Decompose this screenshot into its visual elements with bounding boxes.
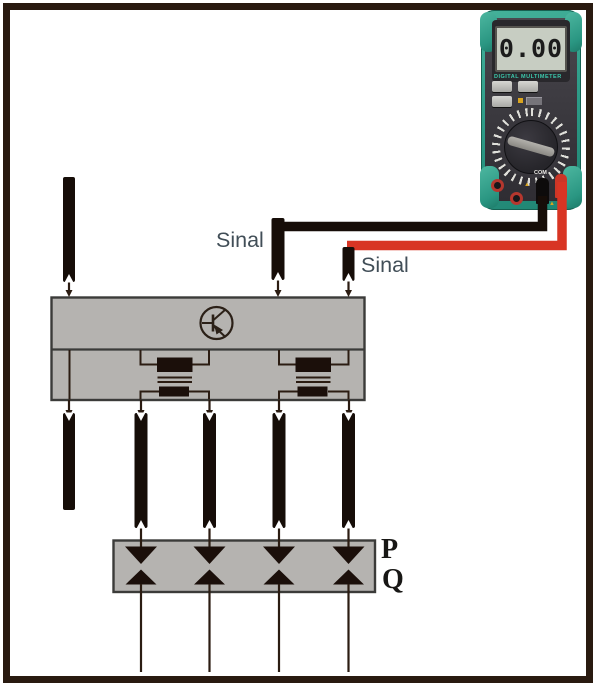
module-top-pins	[65, 275, 352, 297]
spark-gap-1	[125, 521, 157, 672]
terminal-notches	[64, 272, 353, 529]
signal-label-right: Sinal	[361, 253, 409, 277]
red-test-lead-wire	[342, 182, 567, 281]
indicator-window	[526, 97, 542, 105]
holster-corner-bumper	[480, 166, 499, 208]
signal-label-left: Sinal	[216, 228, 264, 252]
function-button	[492, 96, 512, 107]
signal-terminal-left	[271, 218, 285, 280]
lead-bar-1	[63, 413, 75, 510]
indicator-mark	[518, 98, 523, 103]
electrode-label-p: P	[381, 534, 399, 565]
transistor-symbol-icon	[199, 305, 234, 341]
lcd-reading: 0.00	[498, 34, 564, 63]
lcd-display: 0.00	[495, 26, 567, 72]
spark-gap-block	[112, 539, 377, 594]
lead-bar-3	[203, 413, 216, 528]
lead-bar-5	[342, 413, 355, 528]
lead-bar-2	[134, 413, 148, 528]
ignition-coil-left	[139, 350, 210, 400]
digital-multimeter: 0.00 DIGITAL MULTIMETER COM ▲ ▲	[480, 10, 582, 210]
ignition-coil-right	[278, 350, 350, 400]
warning-triangle-icon: ▲	[549, 201, 555, 207]
holster-corner-bumper	[563, 166, 582, 208]
connector-bars	[63, 177, 355, 528]
panel-label: DIGITAL MULTIMETER	[494, 74, 562, 80]
ignition-module-box	[50, 296, 366, 402]
com-jack-label: COM	[534, 170, 547, 176]
current-input-jack	[491, 179, 504, 192]
milliamp-input-jack	[510, 192, 523, 205]
black-test-lead-wire	[271, 196, 548, 280]
function-button	[492, 81, 512, 92]
lead-bar-4	[272, 413, 286, 528]
warning-triangle-icon: ▲	[524, 182, 530, 188]
signal-terminal-right	[342, 247, 355, 281]
upper-left-terminal-bar	[63, 177, 75, 282]
page-border-frame	[3, 3, 593, 683]
electrode-label-q: Q	[382, 564, 404, 595]
function-button	[518, 81, 538, 92]
